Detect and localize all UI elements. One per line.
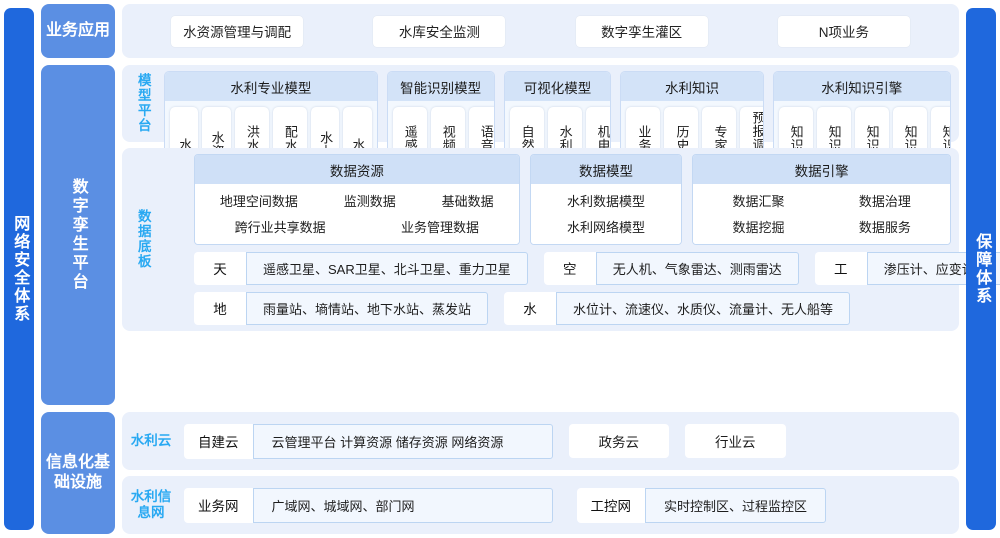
- data-group-row: 数据挖掘 数据服务: [703, 217, 940, 236]
- data-item[interactable]: 数据治理: [858, 193, 911, 209]
- infrastructure-net-item: 业务网广域网、城域网、部门网: [184, 487, 553, 523]
- infrastructure-net-key: 业务网: [184, 487, 253, 523]
- digital-twin-body: 模型平台 水利专业模型水文水资源洪水预报配水调度水力学水利智能识别模型遥感识别视…: [122, 65, 1000, 405]
- data-source-key: 工: [814, 251, 867, 285]
- model-group-title: 智能识别模型: [387, 72, 494, 101]
- data-source-item: 空无人机、气象雷达、测雨雷达: [543, 251, 799, 285]
- infrastructure-net-value-secondary[interactable]: 实时控制区、过程监控区: [645, 487, 827, 523]
- left-pillar-network-security: 网络安全体系: [4, 8, 34, 530]
- data-source-key: 水: [504, 291, 557, 325]
- data-source-key: 空: [543, 251, 596, 285]
- sub-label-model-platform-text: 模型平台: [135, 73, 151, 134]
- band-label-digital-twin-text: 数字孪生平台: [69, 178, 87, 292]
- band-business-application: 业务应用 水资源管理与调配 水库安全监测 数字孪生灌区 N项业务: [41, 4, 959, 58]
- model-group-title: 水利知识引擎: [773, 72, 950, 101]
- data-source-key: 地: [194, 291, 246, 325]
- data-item[interactable]: 水利数据模型: [566, 193, 645, 209]
- infrastructure-body: 水利云自建云云管理平台 计算资源 储存资源 网络资源政务云行业云水利信息网业务网…: [122, 412, 959, 534]
- data-source-value[interactable]: 无人机、气象雷达、测雨雷达: [595, 251, 799, 285]
- data-group: 数据引擎数据汇聚 数据治理数据挖掘 数据服务: [692, 153, 952, 245]
- data-source-item: 天遥感卫星、SAR卫星、北斗卫星、重力卫星: [194, 251, 528, 285]
- data-source-line: 地雨量站、墒情站、地下水站、蒸发站水水位计、流速仪、水质仪、流量计、无人船等: [194, 291, 951, 325]
- model-platform-body: 水利专业模型水文水资源洪水预报配水调度水力学水利智能识别模型遥感识别视频识别语音…: [164, 71, 951, 203]
- model-group-title: 可视化模型: [504, 72, 611, 101]
- band-infrastructure: 信息化基础设施 水利云自建云云管理平台 计算资源 储存资源 网络资源政务云行业云…: [41, 412, 959, 534]
- data-source-key: 天: [194, 251, 246, 285]
- data-group-row: 水利网络模型: [541, 217, 672, 236]
- data-group-title: 数据模型: [530, 154, 682, 184]
- data-item[interactable]: 数据服务: [858, 219, 911, 235]
- infrastructure-net-key: 自建云: [184, 423, 253, 459]
- data-group-body: 地理空间数据 监测数据 基础数据跨行业共享数据 业务管理数据: [195, 183, 519, 244]
- data-item[interactable]: 基础数据: [441, 193, 494, 209]
- infrastructure-net-item-secondary: 工控网实时控制区、过程监控区: [576, 487, 827, 523]
- data-source-value[interactable]: 雨量站、墒情站、地下水站、蒸发站: [246, 291, 489, 325]
- data-source-rows: 天遥感卫星、SAR卫星、北斗卫星、重力卫星空无人机、气象雷达、测雨雷达工渗压计、…: [164, 251, 1000, 325]
- data-source-value[interactable]: 遥感卫星、SAR卫星、北斗卫星、重力卫星: [246, 251, 528, 285]
- data-source-item: 地雨量站、墒情站、地下水站、蒸发站: [194, 291, 489, 325]
- data-base-body: 数据资源地理空间数据监测数据基础数据跨行业共享数据业务管理数据数据模型水利数据模…: [164, 153, 1000, 325]
- infrastructure-net-value[interactable]: 广域网、城域网、部门网: [252, 487, 553, 523]
- data-item[interactable]: 数据汇聚: [732, 193, 785, 209]
- data-group: 数据资源地理空间数据 监测数据 基础数据跨行业共享数据 业务管理数据: [194, 153, 520, 245]
- sub-label-model-platform: 模型平台: [126, 71, 160, 136]
- center-column: 业务应用 水资源管理与调配 水库安全监测 数字孪生灌区 N项业务 数字孪生平台 模型平…: [41, 4, 1000, 534]
- infrastructure-net-item: 自建云云管理平台 计算资源 储存资源 网络资源: [184, 423, 553, 459]
- data-group-title: 数据资源: [195, 154, 519, 184]
- data-group-row: 地理空间数据 监测数据 基础数据: [205, 191, 509, 210]
- model-group-title: 水利专业模型: [165, 72, 377, 101]
- sub-model-platform: 模型平台 水利专业模型水文水资源洪水预报配水调度水力学水利智能识别模型遥感识别视…: [122, 65, 959, 203]
- sub-data-base: 数据底板 数据资源地理空间数据监测数据基础数据跨行业共享数据业务管理数据数据模型…: [122, 147, 1000, 331]
- infrastructure-net-key-secondary: 工控网: [576, 487, 645, 523]
- data-group-row: 数据资源地理空间数据监测数据基础数据跨行业共享数据业务管理数据数据模型水利数据模…: [164, 153, 952, 245]
- right-pillar-guarantee-system: 保障体系: [966, 8, 996, 530]
- data-group-row: 水利数据模型: [541, 191, 672, 210]
- band-digital-twin-platform: 数字孪生平台 模型平台 水利专业模型水文水资源洪水预报配水调度水力学水利智能识别…: [41, 65, 1000, 405]
- data-item[interactable]: 监测数据: [343, 193, 396, 209]
- infrastructure-row-label: 水利信息网: [130, 489, 172, 520]
- data-item[interactable]: 地理空间数据: [219, 193, 298, 209]
- data-source-line: 天遥感卫星、SAR卫星、北斗卫星、重力卫星空无人机、气象雷达、测雨雷达工渗压计、…: [194, 251, 1000, 285]
- left-pillar-label: 网络安全体系: [11, 215, 29, 323]
- band-label-business: 业务应用: [41, 4, 115, 58]
- infrastructure-cloud-chip[interactable]: 政务云: [568, 424, 669, 458]
- business-app-list: 水资源管理与调配 水库安全监测 数字孪生灌区 N项业务: [122, 4, 959, 58]
- infrastructure-row: 水利云自建云云管理平台 计算资源 储存资源 网络资源政务云行业云: [122, 412, 959, 470]
- data-group: 数据模型水利数据模型水利网络模型: [529, 153, 683, 245]
- infrastructure-row: 水利信息网业务网广域网、城域网、部门网工控网实时控制区、过程监控区: [122, 476, 959, 534]
- data-source-item: 水水位计、流速仪、水质仪、流量计、无人船等: [504, 291, 851, 325]
- infrastructure-net-value[interactable]: 云管理平台 计算资源 储存资源 网络资源: [252, 423, 553, 459]
- infrastructure-cloud-chip[interactable]: 行业云: [685, 424, 786, 458]
- infrastructure-row-label: 水利云: [130, 433, 172, 449]
- business-app-chip[interactable]: 水库安全监测: [373, 15, 506, 47]
- data-group-body: 数据汇聚 数据治理数据挖掘 数据服务: [693, 183, 951, 244]
- band-label-infrastructure: 信息化基础设施: [41, 412, 115, 534]
- band-label-digital-twin: 数字孪生平台: [41, 65, 115, 405]
- model-group-title: 水利知识: [621, 72, 763, 101]
- right-pillar-label: 保障体系: [973, 233, 991, 305]
- data-item[interactable]: 业务管理数据: [400, 219, 479, 235]
- business-app-chip[interactable]: N项业务: [777, 15, 910, 47]
- sub-label-data-base: 数据底板: [126, 154, 160, 325]
- data-group-row: 跨行业共享数据 业务管理数据: [205, 217, 509, 236]
- data-item[interactable]: 跨行业共享数据: [234, 219, 326, 235]
- data-item[interactable]: 数据挖掘: [732, 219, 785, 235]
- sub-label-data-base-text: 数据底板: [135, 209, 151, 269]
- data-source-value[interactable]: 水位计、流速仪、水质仪、流量计、无人船等: [556, 291, 851, 325]
- data-group-title: 数据引擎: [693, 154, 951, 184]
- data-group-row: 数据汇聚 数据治理: [703, 191, 940, 210]
- data-item[interactable]: 水利网络模型: [566, 219, 645, 235]
- business-app-chip[interactable]: 水资源管理与调配: [171, 15, 304, 47]
- data-group-body: 水利数据模型水利网络模型: [530, 183, 682, 244]
- business-app-chip[interactable]: 数字孪生灌区: [575, 15, 708, 47]
